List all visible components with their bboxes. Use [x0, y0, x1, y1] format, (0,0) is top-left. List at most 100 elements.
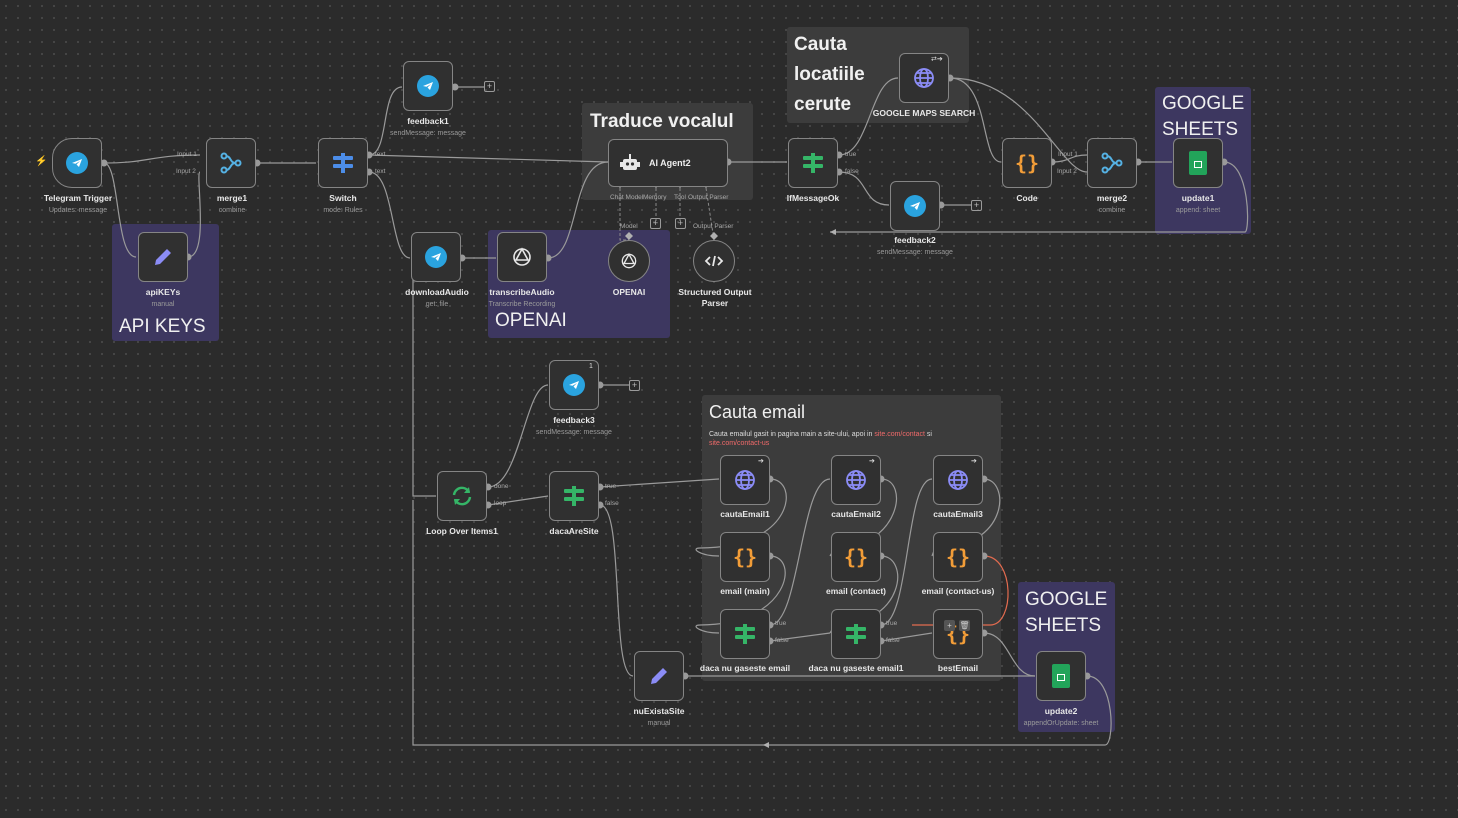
add-icon[interactable]: +: [944, 620, 955, 631]
telegram-icon: [66, 152, 88, 174]
node-email-contact[interactable]: {}: [831, 532, 881, 582]
sticky-title: OPENAI: [495, 310, 567, 331]
add-memory-button[interactable]: +: [650, 218, 661, 229]
code-brackets-icon: {}: [843, 545, 869, 569]
port-input1-merge1: Input 1: [177, 151, 197, 158]
robot-icon: [620, 154, 640, 170]
node-cautaemail2[interactable]: [831, 455, 881, 505]
node-subtitle: mode: Rules: [323, 207, 363, 214]
node-subtitle: append: sheet: [1175, 207, 1221, 214]
node-label: Loop Over Items1: [426, 526, 498, 536]
node-cautaemail3[interactable]: [933, 455, 983, 505]
node-apikeys[interactable]: [138, 232, 188, 282]
node-label: downloadAudio: [405, 287, 469, 297]
arrows-icon: ⇄➔: [931, 56, 943, 63]
node-downloadaudio[interactable]: [411, 232, 461, 282]
desc-text-2: si: [924, 431, 932, 438]
if-icon: [803, 153, 823, 173]
node-label: transcribeAudio: [489, 287, 555, 297]
node-code[interactable]: {}: [1002, 138, 1052, 188]
node-label: email (main): [720, 586, 770, 596]
port-tool: Tool: [674, 194, 686, 201]
globe-icon: [846, 470, 866, 490]
node-merge1[interactable]: [206, 138, 256, 188]
port-true-daca2: true: [886, 620, 898, 627]
trash-icon[interactable]: 🗑: [959, 620, 970, 631]
node-label: update2: [1044, 706, 1078, 716]
node-email-main[interactable]: {}: [720, 532, 770, 582]
arrow-icon: ➔: [971, 458, 977, 465]
node-feedback2[interactable]: [890, 181, 940, 231]
node-switch[interactable]: [318, 138, 368, 188]
node-daca-nu-gaseste-email[interactable]: [720, 609, 770, 659]
add-tool-button[interactable]: +: [675, 218, 686, 229]
port-input2-merge2: Input 2: [1057, 168, 1077, 175]
pencil-icon: [155, 249, 171, 265]
desc-link-2[interactable]: site.com/contact-us: [709, 440, 770, 447]
port-text-2: text: [375, 168, 386, 175]
node-loop-over-items1[interactable]: [437, 471, 487, 521]
node-label: nuExistaSite: [633, 706, 685, 716]
merge-icon: [1101, 152, 1123, 174]
node-update1[interactable]: [1173, 138, 1223, 188]
globe-icon: [735, 470, 755, 490]
code-brackets-icon: [704, 255, 724, 267]
add-node-button[interactable]: +: [971, 200, 982, 211]
port-chat-model: Chat Model: [610, 194, 644, 201]
sticky-google-sheets-top[interactable]: GOOGLE SHEETS: [1155, 87, 1251, 234]
port-memory: Memory: [643, 194, 667, 201]
sticky-cauta-locatiile[interactable]: Cauta locatiile cerute: [787, 27, 969, 123]
node-label: Code: [1016, 193, 1038, 203]
node-nuexistasite[interactable]: [634, 651, 684, 701]
node-email-contact-us[interactable]: {}: [933, 532, 983, 582]
node-label: merge2: [1096, 193, 1128, 203]
node-subtitle: manual: [151, 301, 175, 308]
port-true-daca1: true: [775, 620, 787, 627]
sticky-google-sheets-bottom[interactable]: GOOGLE SHEETS: [1018, 582, 1115, 732]
if-icon: [846, 624, 866, 644]
node-label: GOOGLE MAPS SEARCH: [872, 108, 976, 118]
node-label: dacaAreSite: [549, 526, 599, 536]
node-subtitle: appendOrUpdate: sheet: [1023, 720, 1099, 727]
node-subtitle: Transcribe Recording: [488, 301, 556, 308]
telegram-icon: [563, 374, 585, 396]
node-feedback3[interactable]: [549, 360, 599, 410]
sticky-title: API KEYS: [119, 316, 206, 337]
node-update2[interactable]: [1036, 651, 1086, 701]
sticky-description: Cauta emailul gasit in pagina main a sit…: [709, 430, 994, 448]
node-ifmessageok[interactable]: [788, 138, 838, 188]
node-transcribeaudio[interactable]: [497, 232, 547, 282]
merge-icon: [220, 152, 242, 174]
node-feedback1[interactable]: [403, 61, 453, 111]
node-label: cautaEmail3: [933, 509, 983, 519]
port-true-dacaaresite: true: [605, 483, 617, 490]
add-node-button[interactable]: +: [484, 81, 495, 92]
node-bestemail[interactable]: {}: [933, 609, 983, 659]
node-google-maps-search[interactable]: [899, 53, 949, 103]
add-node-button[interactable]: +: [629, 380, 640, 391]
node-daca-nu-gaseste-email1[interactable]: [831, 609, 881, 659]
port-false-ifmessageok: false: [845, 168, 859, 175]
node-dacaaresite[interactable]: [549, 471, 599, 521]
node-label: AI Agent2: [649, 158, 691, 168]
node-subtitle: manual: [647, 720, 671, 727]
sticky-title: Cauta email: [709, 402, 806, 422]
globe-icon: [914, 68, 934, 88]
telegram-icon: [417, 75, 439, 97]
node-ai-agent2[interactable]: AI Agent2: [608, 139, 728, 187]
arrow-icon: ➔: [758, 458, 764, 465]
node-openai[interactable]: [608, 240, 650, 282]
code-brackets-icon: {}: [1014, 151, 1040, 175]
node-subtitle: get: file: [425, 301, 449, 308]
port-false-daca1: false: [775, 637, 789, 644]
node-cautaemail1[interactable]: [720, 455, 770, 505]
node-toolbar: +🗑: [944, 620, 970, 631]
desc-text-1: Cauta emailul gasit in pagina main a sit…: [709, 431, 875, 438]
node-telegram-trigger[interactable]: [52, 138, 102, 188]
node-merge2[interactable]: [1087, 138, 1137, 188]
desc-link-1[interactable]: site.com/contact: [874, 431, 925, 438]
node-structured-output-parser[interactable]: [693, 240, 735, 282]
port-true-ifmessageok: true: [845, 151, 857, 158]
port-text-1: text: [375, 151, 386, 158]
